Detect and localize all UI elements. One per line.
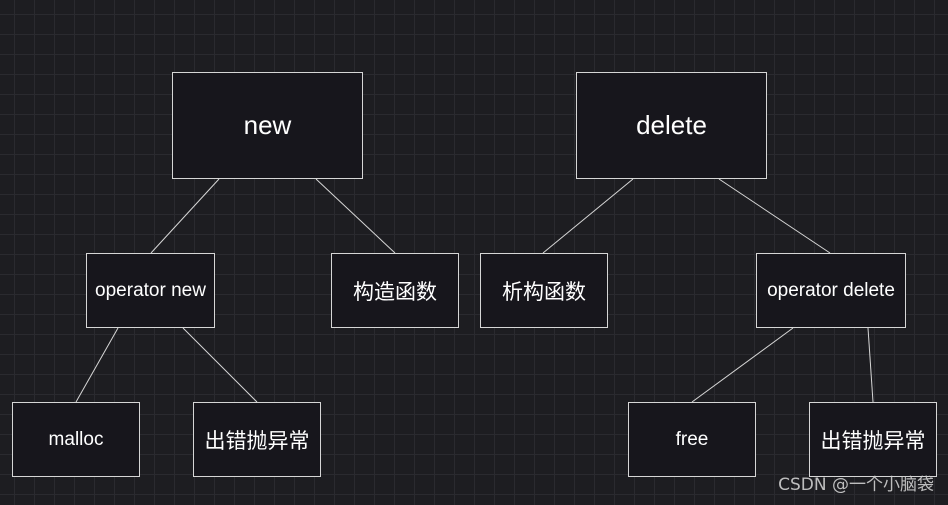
node-constructor: 构造函数 xyxy=(331,253,459,328)
node-delete-label: delete xyxy=(636,110,707,140)
edge-operator-delete-to-free xyxy=(691,327,794,403)
edge-delete-to-operator-delete xyxy=(718,178,831,254)
node-destructor: 析构函数 xyxy=(480,253,608,328)
node-malloc-label: malloc xyxy=(48,428,104,450)
node-throw-exception-left: 出错抛异常 xyxy=(193,402,321,477)
node-malloc: malloc xyxy=(12,402,140,477)
node-throw-exception-left-label: 出错抛异常 xyxy=(204,428,310,453)
node-constructor-label: 构造函数 xyxy=(353,279,437,304)
edge-operator-delete-to-throw-right xyxy=(867,327,874,403)
node-free: free xyxy=(628,402,756,477)
node-operator-delete-label: operator delete xyxy=(767,279,895,301)
edge-operator-new-to-throw-left xyxy=(182,327,258,403)
node-operator-new-label: operator new xyxy=(95,279,206,301)
edge-new-to-operator-new xyxy=(150,178,220,254)
node-delete: delete xyxy=(576,72,767,179)
watermark: CSDN @一个小脑袋 xyxy=(778,475,934,495)
node-destructor-label: 析构函数 xyxy=(502,279,586,304)
node-throw-exception-right-label: 出错抛异常 xyxy=(820,428,926,453)
edge-delete-to-destructor xyxy=(542,178,634,254)
edge-operator-new-to-malloc xyxy=(75,327,119,403)
node-operator-new: operator new xyxy=(86,253,215,328)
node-new: new xyxy=(172,72,363,179)
node-operator-delete: operator delete xyxy=(756,253,906,328)
node-throw-exception-right: 出错抛异常 xyxy=(809,402,937,477)
node-new-label: new xyxy=(243,110,292,140)
node-free-label: free xyxy=(675,428,709,450)
edge-new-to-constructor xyxy=(315,178,396,254)
